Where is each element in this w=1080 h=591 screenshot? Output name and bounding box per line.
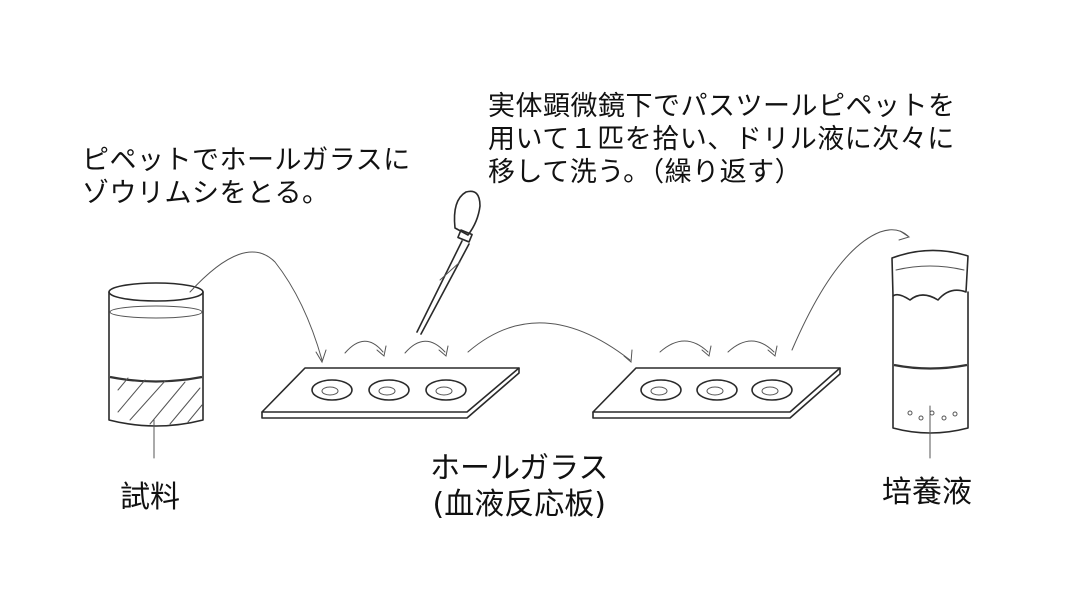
hole-glass-label: ホールガラス (血液反応板) (430, 451, 609, 523)
pipette-note: ピペットでホールガラスに ゾウリムシをとる。 (82, 144, 411, 210)
beaker-icon (108, 282, 204, 459)
pipette-note-line-2: ゾウリムシをとる。 (82, 178, 330, 209)
microscope-note-line-3: 移して洗う。（繰り返す） (488, 157, 803, 188)
sample-label: 試料 (120, 480, 180, 515)
culture-medium-label: 培養液 (882, 475, 972, 510)
pipette-icon (416, 190, 481, 335)
culture-tube-icon (891, 249, 969, 459)
transfer-arrows (189, 229, 911, 364)
pipette-note-line-1: ピペットでホールガラスに (82, 145, 411, 176)
hole-glass-subtitle: (血液反応板) (432, 487, 606, 522)
microscope-note: 実体顕微鏡下でパスツールピペットを 用いて１匹を拾い、ドリル液に次々に 移して洗… (488, 90, 956, 189)
microscope-note-line-1: 実体顕微鏡下でパスツールピペットを (488, 91, 956, 122)
hole-glass-title: ホールガラス (430, 451, 609, 486)
hole-glass-plate-icon (261, 367, 520, 419)
hole-glass-plate-icon (592, 367, 841, 419)
microscope-note-line-2: 用いて１匹を拾い、ドリル液に次々に (488, 124, 955, 155)
